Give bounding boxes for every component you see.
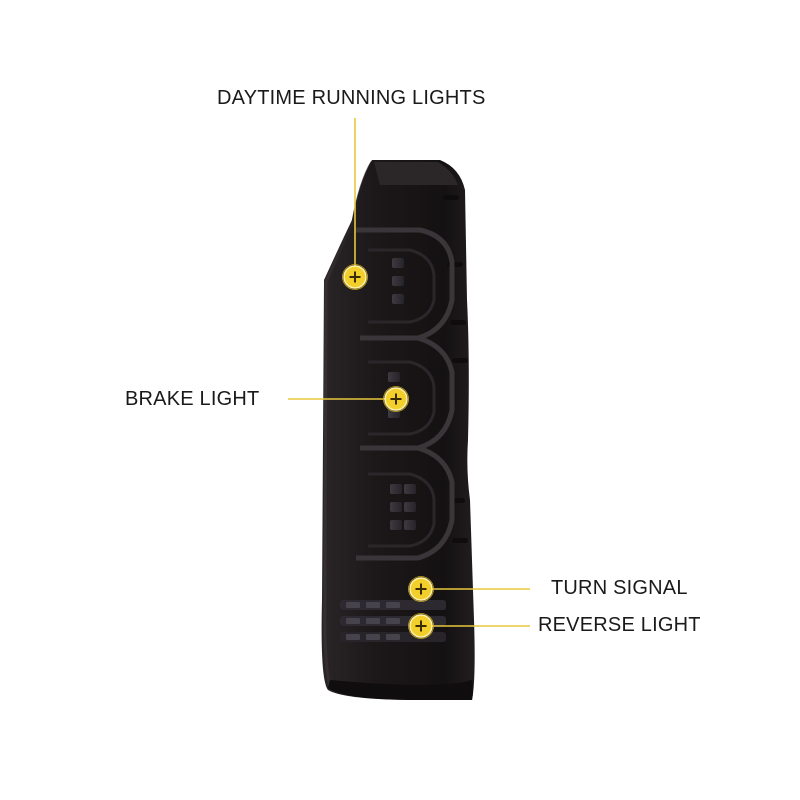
lamp-top-cap bbox=[374, 162, 458, 185]
callout-label-brake-light: BRAKE LIGHT bbox=[125, 388, 260, 410]
callout-lines bbox=[288, 118, 530, 627]
plus-circle-icon bbox=[342, 264, 368, 290]
housing-clips bbox=[443, 195, 468, 543]
light-guide-inner bbox=[368, 248, 436, 548]
callout-label-daytime-running-lights: DAYTIME RUNNING LIGHTS bbox=[217, 87, 486, 109]
led-segments bbox=[388, 258, 416, 530]
lamp-edge-highlight bbox=[323, 161, 374, 689]
callout-label-reverse-light: REVERSE LIGHT bbox=[538, 614, 701, 636]
plus-circle-icon bbox=[408, 576, 434, 602]
callout-label-turn-signal: TURN SIGNAL bbox=[551, 577, 688, 599]
light-guide-chevrons bbox=[356, 227, 455, 561]
plus-circle-icon bbox=[408, 613, 434, 639]
lamp-housing bbox=[321, 160, 475, 700]
lamp-base bbox=[328, 680, 473, 700]
plus-circle-icon bbox=[383, 386, 409, 412]
